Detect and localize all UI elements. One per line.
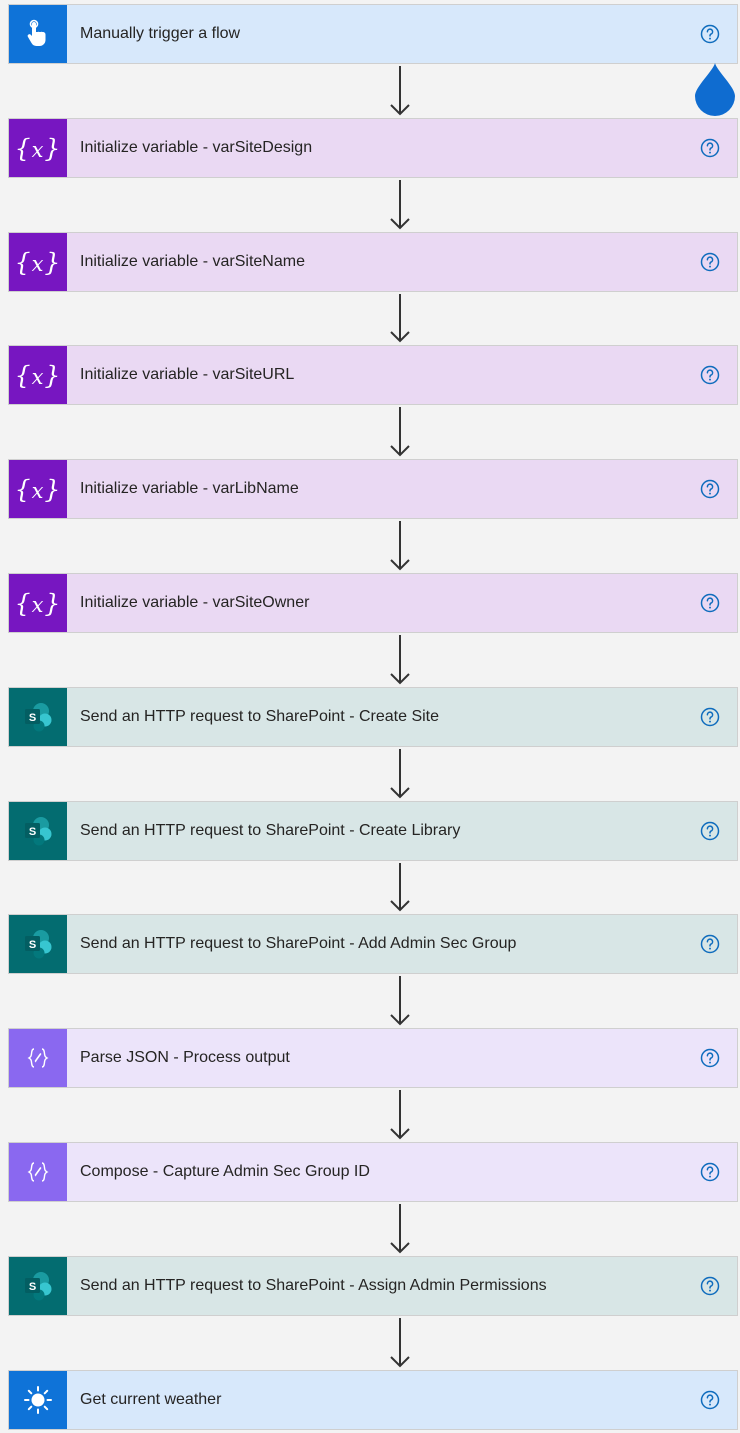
flow-step-card[interactable]: Get current weather: [8, 1370, 738, 1430]
help-icon[interactable]: [700, 24, 720, 44]
help-icon[interactable]: [700, 252, 720, 272]
variable-icon: {x}: [9, 233, 67, 291]
help-icon[interactable]: [700, 707, 720, 727]
flow-step-card[interactable]: {x} Initialize variable - varSiteURL: [8, 345, 738, 405]
flow-step-card[interactable]: {x} Initialize variable - varSiteOwner: [8, 573, 738, 633]
down-arrow-icon: [390, 976, 410, 1026]
flow-step-card[interactable]: S Send an HTTP request to SharePoint - Cr…: [8, 687, 738, 747]
help-icon[interactable]: [700, 1048, 720, 1068]
down-arrow-icon: [390, 635, 410, 685]
flow-step-label: Initialize variable - varSiteOwner: [80, 594, 310, 611]
flow-step-label: Send an HTTP request to SharePoint - Add…: [80, 935, 517, 952]
help-icon[interactable]: [700, 934, 720, 954]
help-icon[interactable]: [700, 1162, 720, 1182]
help-icon[interactable]: [700, 1276, 720, 1296]
flow-step-label: Parse JSON - Process output: [80, 1049, 290, 1066]
flow-step-card[interactable]: Parse JSON - Process output: [8, 1028, 738, 1088]
help-icon[interactable]: [700, 138, 720, 158]
help-icon[interactable]: [700, 365, 720, 385]
drop-indicator-icon: [695, 63, 735, 116]
down-arrow-icon: [390, 1318, 410, 1368]
flow-step-label: Initialize variable - varLibName: [80, 480, 299, 497]
flow-step-card[interactable]: Compose - Capture Admin Sec Group ID: [8, 1142, 738, 1202]
flow-step-card[interactable]: {x} Initialize variable - varSiteDesign: [8, 118, 738, 178]
flow-step-card[interactable]: S Send an HTTP request to SharePoint - As…: [8, 1256, 738, 1316]
sharepoint-icon: S: [9, 915, 67, 973]
svg-text:S: S: [29, 939, 36, 951]
flow-step-label: Manually trigger a flow: [80, 25, 241, 42]
svg-text:S: S: [29, 1281, 36, 1293]
flow-step-card[interactable]: Manually trigger a flow: [8, 4, 738, 64]
down-arrow-icon: [390, 1090, 410, 1140]
flow-step-card[interactable]: S Send an HTTP request to SharePoint - Ad…: [8, 914, 738, 974]
flow-step-card[interactable]: {x} Initialize variable - varLibName: [8, 459, 738, 519]
down-arrow-icon: [390, 749, 410, 799]
variable-icon: {x}: [9, 460, 67, 518]
help-icon[interactable]: [700, 479, 720, 499]
flow-step-label: Initialize variable - varSiteDesign: [80, 139, 313, 156]
sharepoint-icon: S: [9, 688, 67, 746]
flow-step-card[interactable]: S Send an HTTP request to SharePoint - Cr…: [8, 801, 738, 861]
flow-step-label: Send an HTTP request to SharePoint - Cre…: [80, 708, 440, 725]
data-operation-icon: [9, 1029, 67, 1087]
flow-step-label: Send an HTTP request to SharePoint - Cre…: [80, 822, 461, 839]
variable-icon: {x}: [9, 574, 67, 632]
hand-touch-icon: [9, 5, 67, 63]
down-arrow-icon: [390, 66, 410, 116]
flow-step-label: Send an HTTP request to SharePoint - Ass…: [80, 1277, 547, 1294]
down-arrow-icon: [390, 180, 410, 230]
data-operation-icon: [9, 1143, 67, 1201]
flow-step-label: Compose - Capture Admin Sec Group ID: [80, 1163, 370, 1180]
down-arrow-icon: [390, 863, 410, 912]
flow-step-card[interactable]: {x} Initialize variable - varSiteName: [8, 232, 738, 292]
help-icon[interactable]: [700, 821, 720, 841]
flow-step-label: Initialize variable - varSiteName: [80, 253, 305, 270]
flow-step-label: Get current weather: [80, 1391, 222, 1408]
down-arrow-icon: [390, 1204, 410, 1254]
svg-text:S: S: [29, 712, 36, 724]
down-arrow-icon: [390, 294, 410, 343]
sun-icon: [9, 1371, 67, 1429]
sharepoint-icon: S: [9, 1257, 67, 1315]
down-arrow-icon: [390, 521, 410, 571]
down-arrow-icon: [390, 407, 410, 457]
svg-text:S: S: [29, 826, 36, 838]
help-icon[interactable]: [700, 593, 720, 613]
variable-icon: {x}: [9, 119, 67, 177]
help-icon[interactable]: [700, 1390, 720, 1410]
variable-icon: {x}: [9, 346, 67, 404]
sharepoint-icon: S: [9, 802, 67, 860]
flow-step-label: Initialize variable - varSiteURL: [80, 366, 295, 383]
